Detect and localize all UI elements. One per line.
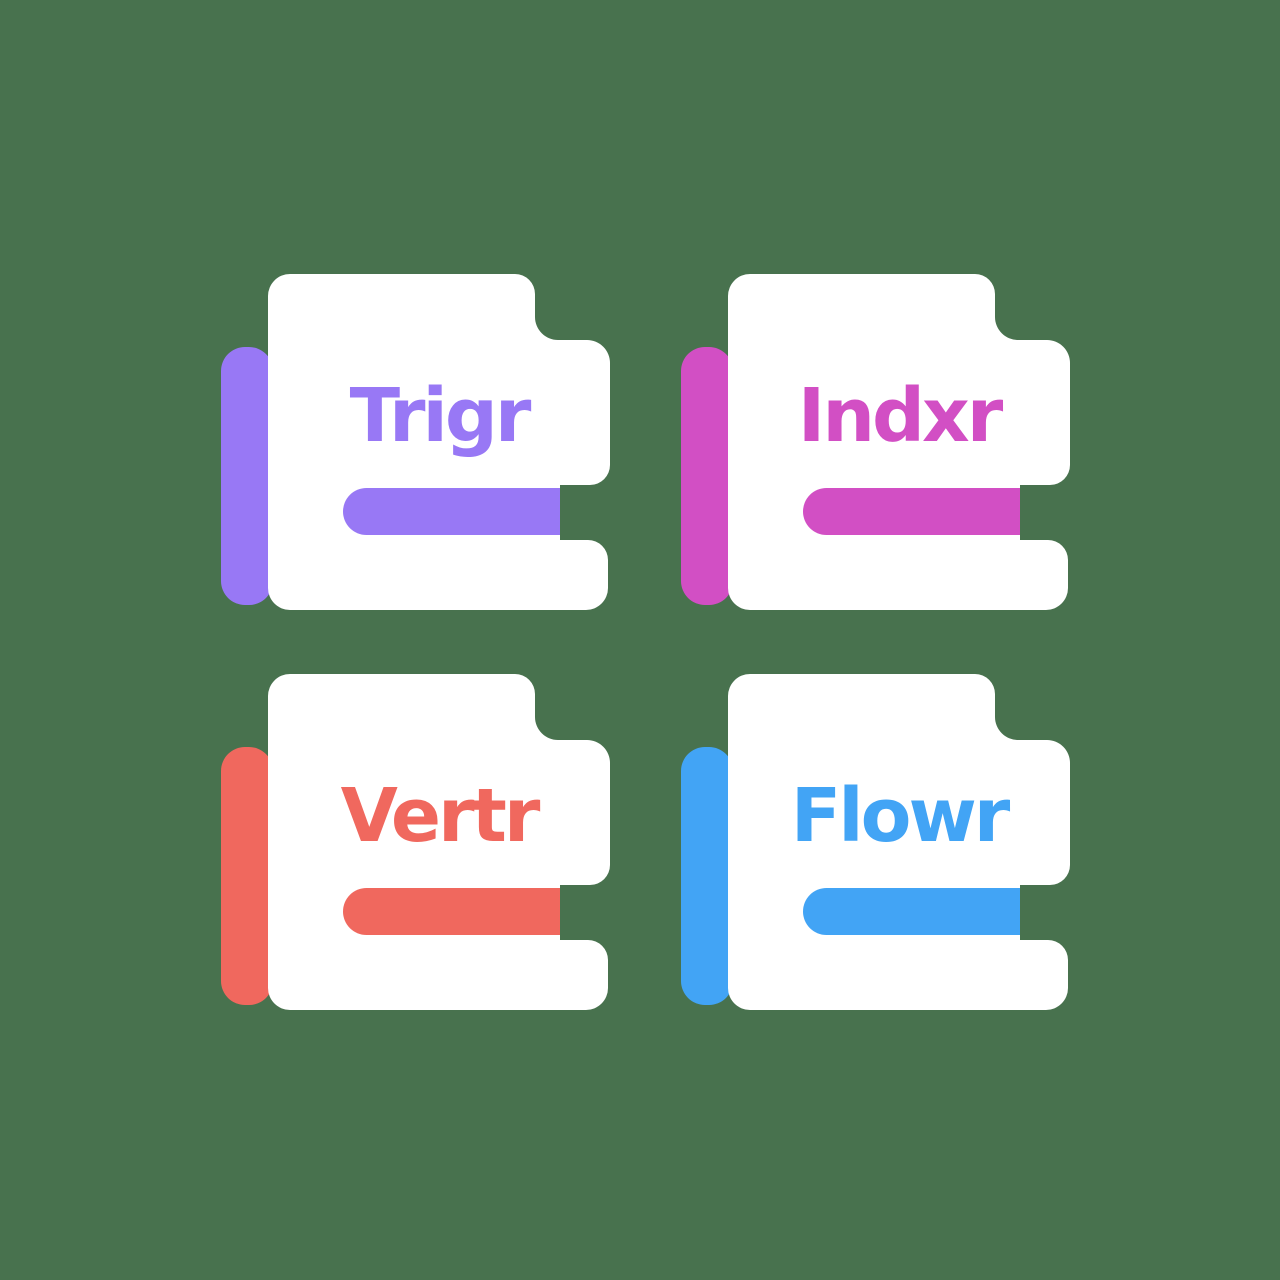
logo-wordmark: Vertr: [341, 773, 541, 859]
logo-card-vertr: Vertr: [220, 672, 612, 1012]
accent-vertical-bar: [221, 347, 273, 605]
accent-vertical-bar: [221, 747, 273, 1005]
logo-card-indxr: Indxr: [680, 272, 1072, 612]
trigr-logo-graphic: Trigr: [221, 274, 610, 610]
logo-card-flowr: Flowr: [680, 672, 1072, 1012]
accent-vertical-bar: [681, 747, 733, 1005]
accent-horizontal-bar: [803, 888, 1020, 935]
accent-horizontal-bar: [343, 488, 560, 535]
accent-horizontal-bar: [803, 488, 1020, 535]
logo-wordmark: Indxr: [798, 373, 1004, 459]
flowr-logo-graphic: Flowr: [681, 674, 1070, 1010]
logo-card-trigr: Trigr: [220, 272, 612, 612]
vertr-logo-graphic: Vertr: [221, 674, 610, 1010]
logo-wordmark: Trigr: [350, 373, 532, 459]
indxr-logo-graphic: Indxr: [681, 274, 1070, 610]
accent-vertical-bar: [681, 347, 733, 605]
accent-horizontal-bar: [343, 888, 560, 935]
logo-wordmark: Flowr: [791, 773, 1011, 859]
